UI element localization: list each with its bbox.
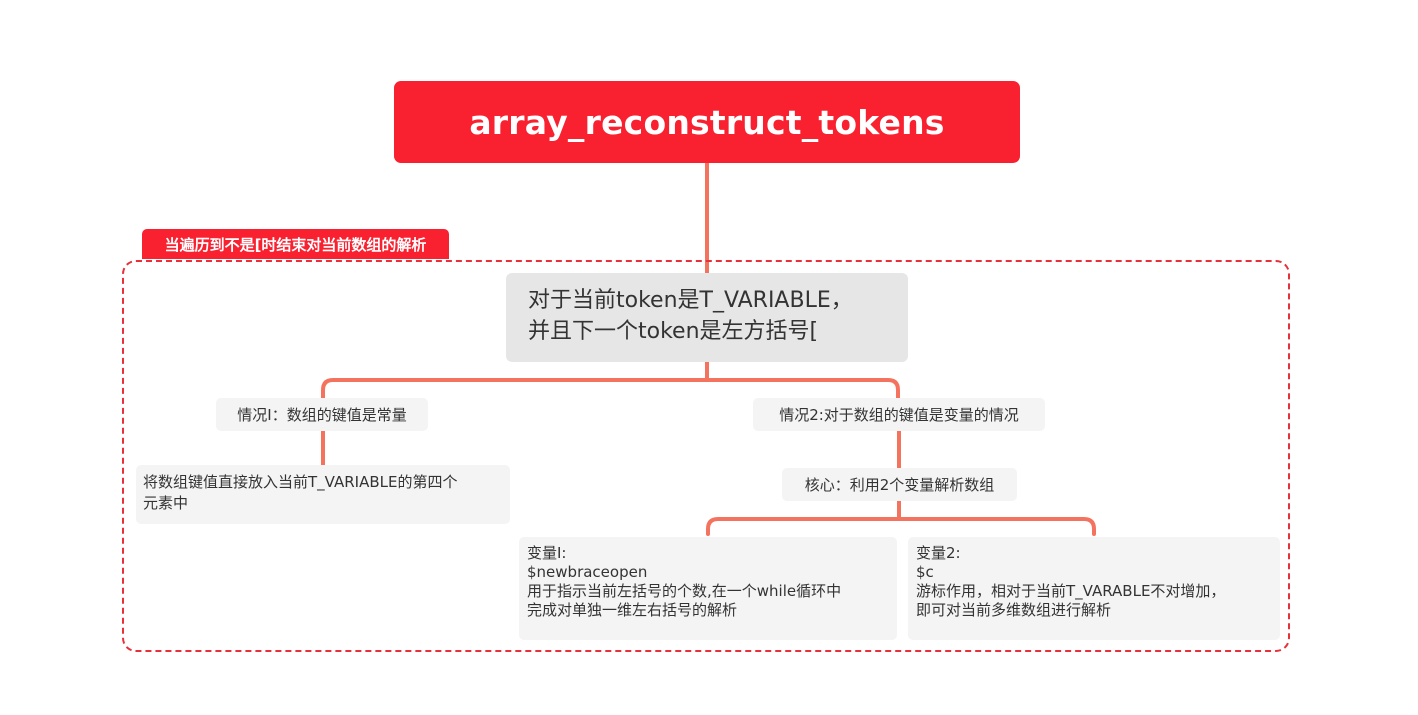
variable2-line-1: 变量2: xyxy=(916,544,961,562)
boundary-label: 当遍历到不是[时结束对当前数组的解析 xyxy=(142,229,449,259)
case2-topic[interactable]: 情况2:对于数组的键值是变量的情况 xyxy=(753,398,1045,431)
main-topic[interactable]: 对于当前token是T_VARIABLE， 并且下一个token是左方括号[ xyxy=(506,273,908,362)
connector-branch-bar xyxy=(321,378,900,400)
case1-detail-topic[interactable]: 将数组键值直接放入当前T_VARIABLE的第四个 元素中 xyxy=(136,465,510,524)
variable2-line-2: $c xyxy=(916,563,934,581)
connector-var-bar xyxy=(706,517,1096,536)
case1-topic[interactable]: 情况I：数组的键值是常量 xyxy=(216,398,428,431)
variable1-line-4: 完成对单独一维左右括号的解析 xyxy=(527,601,738,619)
variable2-line-3: 游标作用，相对于当前T_VARABLE不对增加， xyxy=(916,582,1226,600)
root-topic[interactable]: array_reconstruct_tokens xyxy=(394,81,1020,163)
variable1-line-2: $newbraceopen xyxy=(527,563,648,581)
variable2-topic[interactable]: 变量2: $c 游标作用，相对于当前T_VARABLE不对增加， 即可对当前多维… xyxy=(908,537,1280,640)
variable2-line-4: 即可对当前多维数组进行解析 xyxy=(916,601,1112,619)
variable1-line-3: 用于指示当前左括号的个数,在一个while循环中 xyxy=(527,582,842,600)
main-topic-line-2: 并且下一个token是左方括号[ xyxy=(528,319,819,344)
case1-detail-line-2: 元素中 xyxy=(143,494,189,512)
case1-detail-line-1: 将数组键值直接放入当前T_VARIABLE的第四个 xyxy=(143,473,458,491)
main-topic-line-1: 对于当前token是T_VARIABLE， xyxy=(528,288,853,313)
variable1-topic[interactable]: 变量I: $newbraceopen 用于指示当前左括号的个数,在一个while… xyxy=(519,537,897,640)
core-topic[interactable]: 核心：利用2个变量解析数组 xyxy=(782,468,1017,501)
boundary-frame xyxy=(122,260,1290,652)
variable1-line-1: 变量I: xyxy=(527,544,567,562)
